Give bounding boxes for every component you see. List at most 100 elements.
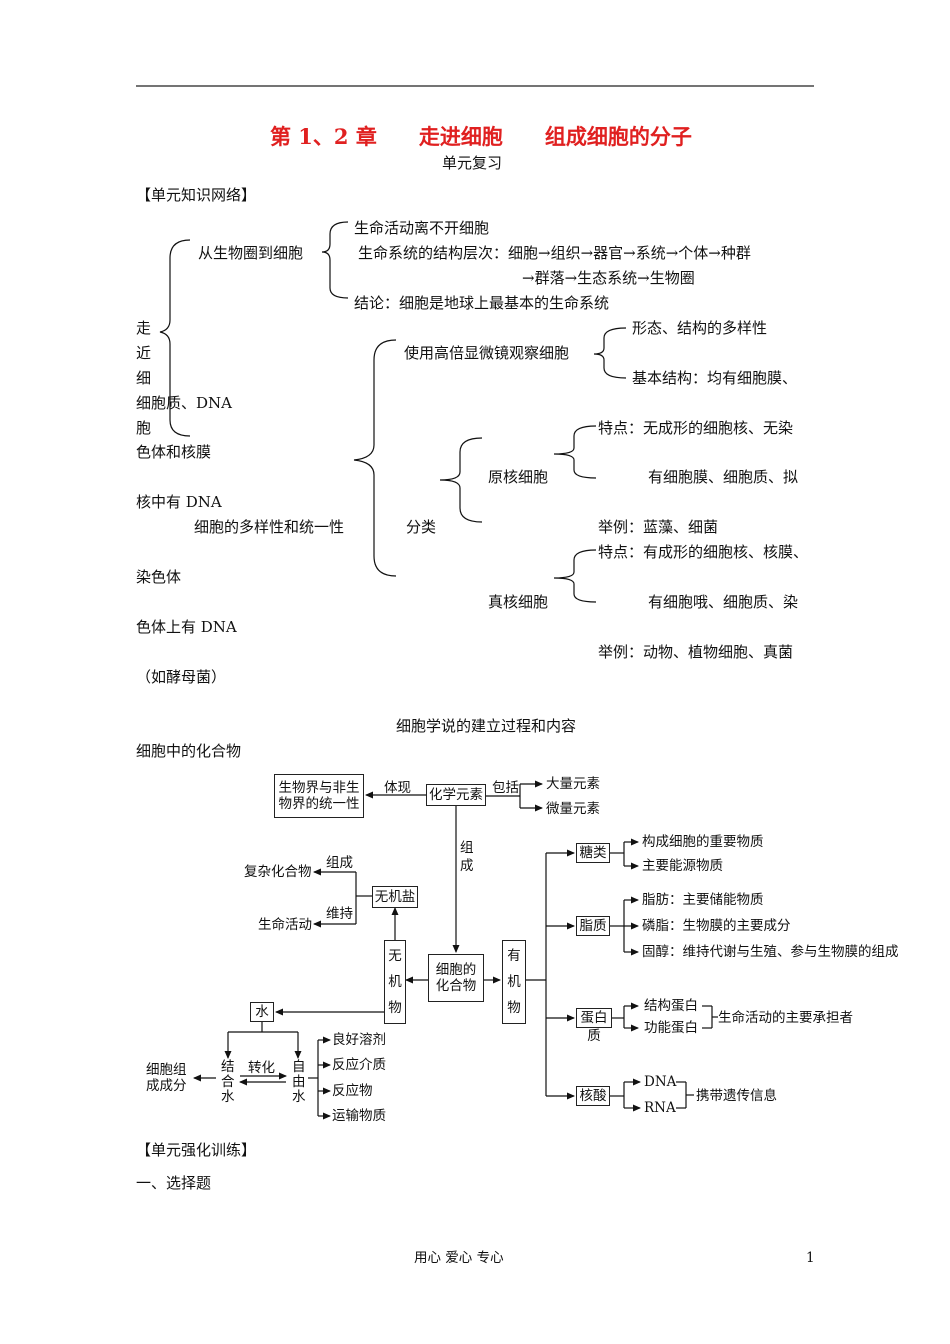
compose-v-1: 组 [460,840,474,856]
fragment-yeast: （如酵母菌） [136,668,227,686]
macro-elements: 大量元素 [546,776,600,792]
vertical-char-2: 近 [136,344,152,362]
maintain-label: 维持 [326,906,353,922]
prokaryote-feature: 特点：无成形的细胞核、无染 [598,419,794,437]
organic-box: 有 机 物 [502,940,526,1024]
brace-branch2 [353,339,397,577]
free-func-4: 运输物质 [332,1108,386,1124]
fragment-nucleoid: 核中有 DNA [136,493,222,511]
b1-item-levels: 生命系统的结构层次：细胞→组织→器官→系统→个体→种群 [358,244,751,262]
page-title: 第 1、2 章 走进细胞 组成细胞的分子 [270,124,692,149]
section-knowledge-net: 【单元知识网络】 [136,186,257,204]
protein-label: 蛋白质 [580,1010,608,1044]
prokaryote-label: 原核细胞 [488,468,549,486]
inorganic-c2: 机 [388,974,402,990]
compose-label: 组成 [326,855,353,871]
protein-item-2: 功能蛋白 [644,1020,698,1036]
brace-microscope [593,327,627,379]
bound-water-3: 水 [221,1089,235,1105]
free-func-3: 反应物 [332,1083,373,1099]
cell-component-l1: 细胞组 [146,1062,187,1078]
fragment-chromosome-2: 染色体 [136,568,182,586]
nucleic-item-rna: RNA [644,1100,676,1116]
vertical-char-3: 细 [136,369,152,387]
sugar-label: 糖类 [579,845,607,861]
eukaryote-feature-2: 有细胞哦、细胞质、染 [648,593,799,611]
cell-compound-box: 细胞的 化合物 [428,954,484,1002]
protein-role: 生命活动的主要承担者 [718,1010,853,1026]
brace-main [159,239,191,437]
prokaryote-example: 举例：蓝藻、细菌 [598,518,719,536]
elements-box: 化学元素 [426,784,486,806]
free-water-3: 水 [292,1089,306,1105]
footer-text: 用心 爱心 专心 [414,1250,504,1266]
elements-label: 化学元素 [429,787,483,803]
water-label: 水 [255,1004,269,1020]
micro-elements: 微量元素 [546,801,600,817]
branch-biosphere: 从生物圈到细胞 [198,244,304,262]
sugar-item-2: 主要能源物质 [642,858,723,874]
eukaryote-example: 举例：动物、植物细胞、真菌 [598,643,794,661]
branch-diversity: 细胞的多样性和统一性 [194,518,345,536]
nucleic-label: 核酸 [579,1088,607,1104]
classify-label: 分类 [406,518,437,536]
page-subtitle: 单元复习 [442,154,503,172]
fragment-chromosome-3: 色体上有 DNA [136,618,237,636]
lipid-label: 脂质 [579,918,607,934]
nucleic-item-dna: DNA [644,1074,677,1090]
life-activity: 生命活动 [258,917,312,933]
section-training: 【单元强化训练】 [136,1141,257,1159]
sugar-box: 糖类 [576,843,610,863]
salt-label: 无机盐 [374,889,416,905]
nucleic-box: 核酸 [576,1086,610,1106]
water-box: 水 [250,1002,274,1022]
brace-classify [439,437,483,523]
embody-label: 体现 [384,780,411,796]
sugar-item-1: 构成细胞的重要物质 [642,834,764,850]
brace-eukaryote [553,549,597,603]
fragment-chromosome-1: 色体和核膜 [136,443,212,461]
organic-c1: 有 [507,948,521,964]
cell-compound-l2: 化合物 [435,978,477,994]
compounds-heading: 细胞中的化合物 [136,742,242,760]
page-number: 1 [806,1250,815,1266]
include-label: 包括 [492,780,519,796]
lipid-item-2: 磷脂：生物膜的主要成分 [642,918,791,934]
bound-water-2: 合 [221,1074,235,1090]
inorganic-box: 无 机 物 [384,940,406,1024]
fragment-cytoplasm: 细胞质、DNA [136,394,232,412]
brace-prokaryote [553,425,597,479]
b1-item-levels-cont: →群落→生态系统→生物圈 [522,269,695,287]
nucleic-role: 携带遗传信息 [696,1088,777,1104]
organic-c2: 机 [507,974,521,990]
free-func-1: 良好溶剂 [332,1032,386,1048]
basic-structure-item: 基本结构：均有细胞膜、 [632,369,798,387]
b1-item-conclusion: 结论：细胞是地球上最基本的生命系统 [354,294,610,312]
compose-v-2: 成 [460,858,474,874]
eukaryote-feature: 特点：有成形的细胞核、核膜、 [598,543,809,561]
cell-theory-heading: 细胞学说的建立过程和内容 [396,717,577,735]
complex-compound: 复杂化合物 [244,864,312,880]
inorganic-c1: 无 [388,948,402,964]
vertical-char-4: 胞 [136,419,152,437]
inorganic-c3: 物 [388,1000,402,1016]
lipid-item-1: 脂肪：主要储能物质 [642,892,764,908]
convert-label: 转化 [248,1060,275,1076]
free-water-2: 由 [292,1074,306,1090]
lipid-box: 脂质 [576,916,610,936]
microscope-item: 使用高倍显微镜观察细胞 [404,344,570,362]
unity-line-1: 生物界与非生 [278,780,360,796]
brace-branch1 [321,221,349,299]
cell-compound-l1: 细胞的 [435,962,477,978]
protein-item-1: 结构蛋白 [644,998,698,1014]
unity-box: 生物界与非生 物界的统一性 [274,774,364,818]
cell-component-l2: 成成分 [146,1078,187,1094]
morphology-item: 形态、结构的多样性 [632,319,768,337]
vertical-char-1: 走 [136,319,152,337]
lipid-item-3: 固醇：维持代谢与生殖、参与生物膜的组成 [642,944,899,960]
salt-box: 无机盐 [372,886,418,908]
free-water-1: 自 [292,1059,306,1075]
free-func-2: 反应介质 [332,1057,386,1073]
section-choice: 一、选择题 [136,1174,212,1192]
